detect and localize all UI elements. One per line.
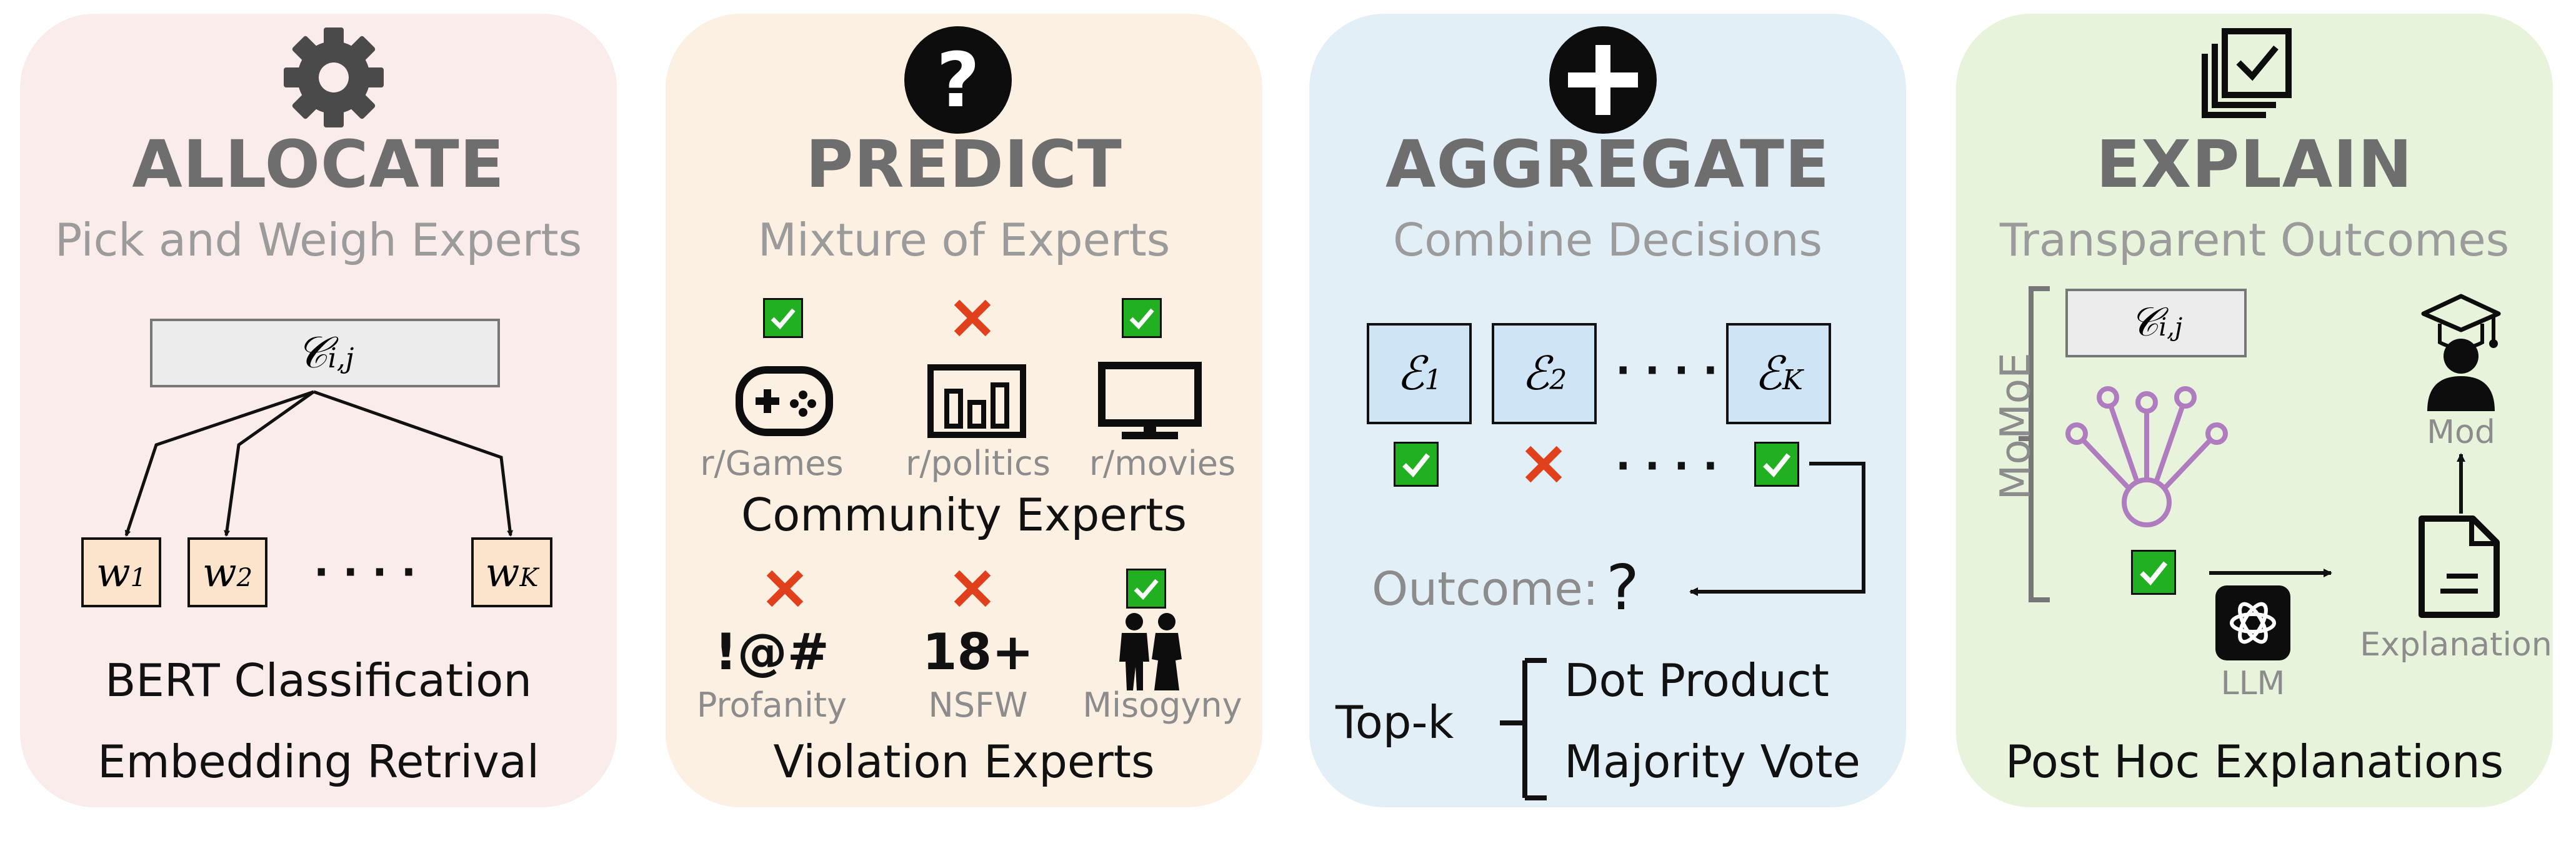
gear-icon — [284, 27, 384, 127]
document-icon — [2419, 515, 2500, 618]
weight-symbol: w — [96, 550, 131, 596]
allocate-arrows — [124, 390, 514, 537]
outcome-arrow — [1500, 462, 1865, 800]
method-embedding: Embedding Retrival — [97, 735, 539, 788]
expert-label-games: r/Games — [700, 444, 844, 483]
check-icon — [763, 298, 803, 338]
check-icon — [1126, 569, 1166, 609]
plus-icon — [1549, 26, 1657, 134]
question-icon: ? — [904, 26, 1012, 134]
weight-ellipsis: · · · · — [314, 550, 417, 596]
expert-label-profanity: Profanity — [696, 685, 847, 725]
check-icon — [1394, 442, 1439, 487]
mod-label: Mod — [2427, 414, 2495, 451]
explain-connectors — [2019, 286, 2465, 602]
people-icon — [1119, 613, 1182, 690]
allocate-title: ALLOCATE — [132, 126, 505, 202]
expert-label-movies: r/movies — [1089, 444, 1236, 483]
weight-subscript: 1 — [130, 564, 147, 592]
expert-subscript: 2 — [1549, 364, 1567, 396]
weight-subscript: 2 — [236, 564, 253, 592]
topk-option-dot-product: Dot Product — [1564, 654, 1829, 707]
expert-box-1: ℰ1 — [1367, 323, 1472, 424]
community-experts-heading: Community Experts — [741, 489, 1187, 541]
llm-label: LLM — [2220, 665, 2285, 702]
context-box: 𝒞i,j — [2065, 289, 2247, 357]
nsfw-symbol: 18+ — [922, 623, 1034, 681]
allocate-subtitle: Pick and Weigh Experts — [54, 214, 582, 266]
context-subscript: i,j — [2159, 313, 2183, 342]
predict-title: PREDICT — [806, 126, 1122, 202]
explanation-label: Explanation — [2360, 626, 2552, 664]
expert-subscript: K — [1782, 364, 1803, 396]
bar-chart-icon — [927, 364, 1026, 438]
context-subscript: i,j — [327, 342, 354, 374]
explain-title: EXPLAIN — [2096, 126, 2413, 202]
weight-symbol: w — [202, 550, 237, 596]
aggregate-title: AGGREGATE — [1385, 126, 1830, 202]
weight-box-2: w2 — [187, 537, 267, 607]
weight-symbol: w — [485, 550, 520, 596]
profanity-symbol: !@# — [714, 623, 829, 681]
cross-icon — [1525, 445, 1562, 483]
explain-panel: EXPLAIN Transparent Outcomes MoMoE 𝒞i,j — [1956, 14, 2553, 807]
weight-subscript: K — [519, 564, 539, 592]
check-icon — [2131, 550, 2176, 595]
expert-symbol: ℰ — [1754, 347, 1782, 401]
check-icon — [1122, 298, 1162, 338]
post-hoc-explanations: Post Hoc Explanations — [2005, 735, 2504, 788]
context-symbol: 𝒞 — [296, 327, 328, 378]
weight-box-k: wK — [471, 537, 552, 607]
expert-ellipsis: · · · · — [1615, 348, 1719, 394]
svg-text:?: ? — [936, 37, 980, 124]
momoe-label: MoMoE — [1991, 352, 2040, 500]
expert-box-2: ℰ2 — [1492, 323, 1597, 424]
expert-subscript: 1 — [1424, 364, 1442, 396]
gamepad-icon — [736, 366, 833, 436]
network-icon — [2065, 386, 2228, 527]
expert-box-k: ℰK — [1726, 323, 1831, 424]
topk-option-majority-vote: Majority Vote — [1564, 735, 1860, 788]
aggregate-subtitle: Combine Decisions — [1392, 214, 1823, 266]
predict-subtitle: Mixture of Experts — [757, 214, 1171, 266]
monitor-icon — [1098, 362, 1202, 439]
aggregate-panel: AGGREGATE Combine Decisions ℰ1 ℰ2 · · · … — [1309, 14, 1906, 807]
moderator-icon — [2421, 294, 2501, 411]
topk-label: Top-k — [1335, 696, 1454, 749]
outcome-value: ? — [1606, 551, 1640, 624]
weight-box-1: w1 — [81, 537, 161, 607]
allocate-panel: ALLOCATE Pick and Weigh Experts 𝒞i,j w1 … — [20, 14, 617, 807]
expert-label-misogyny: Misogyny — [1082, 685, 1242, 725]
expert-label-nsfw: NSFW — [928, 685, 1028, 725]
checklist-icon — [2202, 28, 2292, 118]
cross-icon — [954, 299, 991, 337]
llm-logo-icon — [2215, 585, 2290, 660]
method-bert: BERT Classification — [105, 654, 532, 707]
predict-panel: ? PREDICT Mixture of Experts r/Games r/p… — [666, 14, 1262, 807]
context-symbol: 𝒞 — [2129, 299, 2159, 346]
expert-label-politics: r/politics — [906, 444, 1051, 483]
expert-symbol: ℰ — [1396, 347, 1425, 401]
status-ellipsis: · · · · — [1615, 444, 1719, 490]
expert-symbol: ℰ — [1521, 347, 1550, 401]
violation-experts-heading: Violation Experts — [773, 735, 1155, 788]
cross-icon — [954, 570, 991, 607]
cross-icon — [766, 570, 804, 607]
explain-subtitle: Transparent Outcomes — [1999, 214, 2510, 266]
outcome-label: Outcome: — [1372, 562, 1599, 616]
check-icon — [1754, 442, 1799, 487]
context-box: 𝒞i,j — [150, 319, 500, 387]
